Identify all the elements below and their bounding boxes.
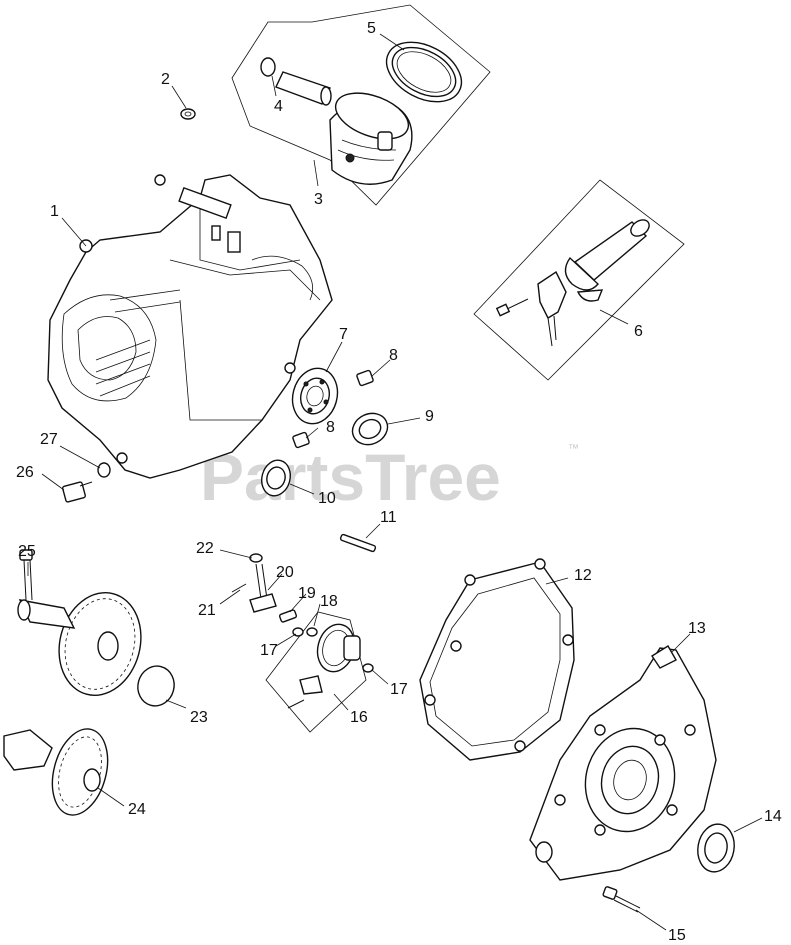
rod-bolt[interactable] [495, 298, 529, 317]
callout-27: 27 [40, 431, 58, 448]
connecting-rod[interactable] [564, 217, 652, 302]
governor-pin-short[interactable] [278, 609, 298, 623]
watermark-trademark: ™ [568, 443, 579, 455]
governor-shaft-washer[interactable] [249, 553, 263, 563]
callout-19: 19 [298, 585, 316, 602]
connecting-rod-group [473, 179, 685, 381]
callout-5: 5 [367, 20, 376, 37]
oil-seal-crankcase[interactable] [347, 408, 392, 450]
ball-bearing-small[interactable] [258, 457, 294, 499]
callout-17-right: 17 [390, 681, 408, 698]
callout-14: 14 [764, 808, 782, 825]
crankcase[interactable] [47, 174, 333, 479]
camshaft[interactable] [17, 549, 152, 705]
governor-washer-c[interactable] [362, 663, 374, 673]
governor-pin[interactable] [231, 583, 247, 593]
callout-8-lower: 8 [326, 419, 335, 436]
crankcase-cover-gasket[interactable] [419, 558, 575, 761]
governor-gear[interactable] [312, 620, 361, 676]
ball-bearing[interactable] [287, 363, 344, 428]
callout-10: 10 [318, 490, 336, 507]
crankcase-cover[interactable] [529, 645, 717, 881]
balancer-shaft[interactable] [3, 723, 117, 821]
callout-16: 16 [350, 709, 368, 726]
oil-seal-cover[interactable] [694, 821, 738, 875]
rod-cap[interactable] [537, 270, 567, 347]
cover-bolt[interactable] [602, 886, 641, 913]
callout-18: 18 [320, 593, 338, 610]
callout-7: 7 [339, 326, 348, 343]
dowel-pin-upper[interactable] [356, 369, 374, 387]
callout-21: 21 [198, 602, 216, 619]
governor-weights[interactable] [287, 675, 323, 709]
piston-pin[interactable] [275, 71, 332, 106]
callout-15: 15 [668, 927, 686, 944]
watermark-text: PartsTree [200, 440, 501, 514]
callout-9: 9 [425, 408, 434, 425]
callout-25: 25 [18, 543, 36, 560]
callout-12: 12 [574, 567, 592, 584]
drain-plug[interactable] [62, 481, 93, 503]
callout-23: 23 [190, 709, 208, 726]
callout-17-left: 17 [260, 642, 278, 659]
callout-6: 6 [634, 323, 643, 340]
drain-washer[interactable] [97, 462, 111, 478]
piston-rings[interactable] [376, 30, 471, 113]
callout-24: 24 [128, 801, 146, 818]
piston[interactable] [329, 84, 414, 185]
o-ring[interactable] [133, 662, 178, 710]
leader-lines [27, 33, 763, 931]
callout-26: 26 [16, 464, 34, 481]
callout-4: 4 [274, 98, 283, 115]
dowel-pin-long[interactable] [339, 533, 377, 553]
dowel-pin-lower[interactable] [292, 431, 310, 449]
washer-small[interactable] [180, 108, 196, 120]
callout-20: 20 [276, 564, 294, 581]
callout-3: 3 [314, 191, 323, 208]
governor-washer-b[interactable] [306, 627, 318, 637]
governor-shaft[interactable] [249, 563, 277, 613]
callout-2: 2 [161, 71, 170, 88]
piston-pin-clip[interactable] [260, 57, 276, 77]
callout-1: 1 [50, 203, 59, 220]
callout-13: 13 [688, 620, 706, 637]
callout-8-upper: 8 [389, 347, 398, 364]
piston-assembly-group [231, 4, 491, 206]
callout-22: 22 [196, 540, 214, 557]
callout-11: 11 [380, 509, 397, 526]
